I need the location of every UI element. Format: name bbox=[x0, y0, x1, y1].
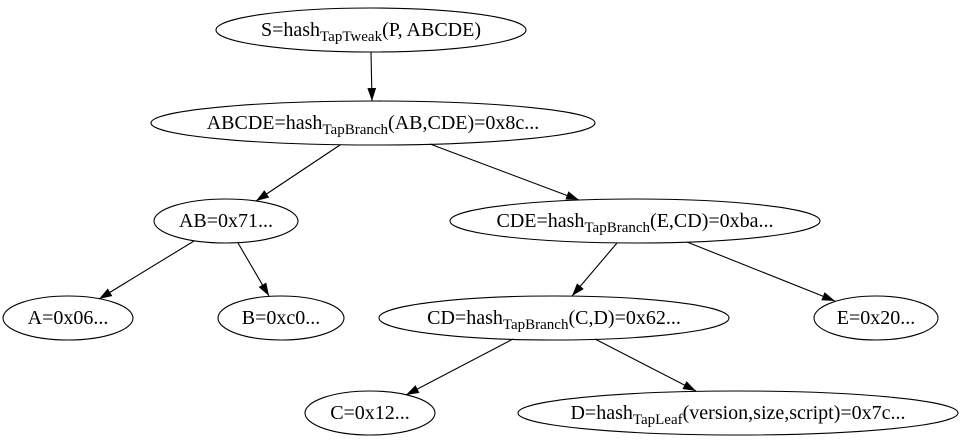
node-e-ellipse bbox=[813, 295, 939, 341]
node-s: S=hashTapTweak(P, ABCDE) bbox=[215, 7, 527, 53]
node-d-ellipse bbox=[517, 390, 959, 436]
node-b-label: B=0xc0... bbox=[242, 307, 321, 329]
node-s-ellipse bbox=[215, 7, 527, 53]
node-c: C=0x12... bbox=[304, 390, 436, 436]
node-c-ellipse bbox=[304, 390, 436, 436]
edge-ab-b bbox=[237, 242, 270, 297]
edge-cde-cd bbox=[571, 242, 618, 297]
node-e: E=0x20... bbox=[813, 295, 939, 341]
edge-cd-d bbox=[594, 338, 697, 392]
node-b-ellipse bbox=[217, 295, 345, 341]
edge-abcde-cde bbox=[429, 143, 580, 201]
node-b: B=0xc0... bbox=[217, 295, 345, 341]
node-ab-label: AB=0x71... bbox=[179, 210, 273, 232]
node-e-label: E=0x20... bbox=[837, 307, 916, 329]
node-cde-ellipse bbox=[449, 198, 821, 244]
node-abcde-label: ABCDE=hashTapBranch(AB,CDE)=0x8c... bbox=[207, 112, 540, 138]
edge-ab-a bbox=[98, 240, 195, 300]
node-cde-label: CDE=hashTapBranch(E,CD)=0xba... bbox=[496, 210, 773, 236]
node-s-label: S=hashTapTweak(P, ABCDE) bbox=[261, 19, 481, 45]
node-cd: CD=hashTapBranch(C,D)=0x62... bbox=[378, 295, 730, 341]
node-ab: AB=0x71... bbox=[153, 198, 299, 244]
edge-cde-e bbox=[686, 241, 836, 302]
node-cd-ellipse bbox=[378, 295, 730, 341]
node-a: A=0x06... bbox=[2, 295, 134, 341]
node-ab-ellipse bbox=[153, 198, 299, 244]
node-c-label: C=0x12... bbox=[330, 402, 410, 424]
node-cde: CDE=hashTapBranch(E,CD)=0xba... bbox=[449, 198, 821, 244]
node-d-label: D=hashTapLeaf(version,size,script)=0x7c.… bbox=[570, 402, 905, 428]
node-d: D=hashTapLeaf(version,size,script)=0x7c.… bbox=[517, 390, 959, 436]
node-abcde-ellipse bbox=[150, 100, 596, 146]
node-a-label: A=0x06... bbox=[28, 307, 109, 329]
node-cd-label: CD=hashTapBranch(C,D)=0x62... bbox=[427, 307, 681, 333]
node-a-ellipse bbox=[2, 295, 134, 341]
edge-cd-c bbox=[405, 338, 514, 396]
edge-abcde-ab bbox=[255, 144, 341, 202]
node-abcde: ABCDE=hashTapBranch(AB,CDE)=0x8c... bbox=[150, 100, 596, 146]
edges bbox=[98, 51, 836, 396]
edge-s-abcde bbox=[367, 51, 377, 102]
